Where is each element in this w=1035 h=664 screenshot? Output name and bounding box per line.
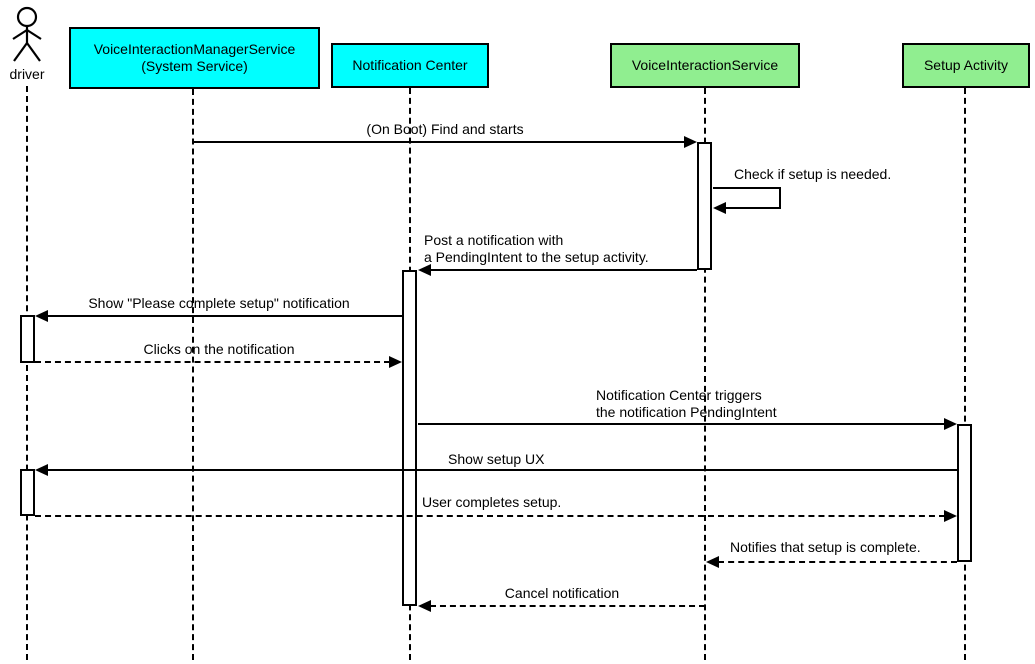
message-user-completes-line: [35, 515, 945, 517]
message-on-boot-line: [193, 141, 685, 143]
message-show-notification-line: [47, 315, 402, 317]
arrowhead-left-icon: [418, 600, 431, 612]
activation-setup-activity: [957, 424, 972, 562]
arrowhead-right-icon: [389, 356, 402, 368]
arrowhead-left-icon: [35, 464, 48, 476]
activation-voiceinteractionservice: [697, 142, 712, 270]
activation-notification-center: [402, 270, 417, 606]
arrowhead-right-icon: [944, 418, 957, 430]
message-notifies-complete-label: Notifies that setup is complete.: [730, 539, 921, 555]
message-cancel-notification-label: Cancel notification: [504, 585, 620, 601]
message-check-setup-line-side: [779, 187, 781, 209]
message-notifies-complete-line: [718, 561, 957, 563]
message-triggers-pendingintent-label: Notification Center triggers the notific…: [596, 387, 777, 420]
message-clicks-notification-label: Clicks on the notification: [143, 341, 295, 357]
message-on-boot-label: (On Boot) Find and starts: [366, 121, 524, 137]
message-triggers-pendingintent-line: [418, 423, 945, 425]
participant-voiceinteractionmanagerservice: VoiceInteractionManagerService (System S…: [69, 27, 320, 89]
message-cancel-notification-line: [430, 605, 705, 607]
arrowhead-right-icon: [684, 136, 697, 148]
arrowhead-left-icon: [418, 264, 431, 276]
actor-icon: [12, 6, 42, 62]
message-post-notification-label: Post a notification with a PendingIntent…: [424, 232, 649, 265]
message-check-setup-label: Check if setup is needed.: [734, 166, 892, 182]
lifeline-voiceinteractionservice: [704, 88, 706, 660]
lifeline-driver: [26, 86, 28, 660]
message-check-setup-line-top: [713, 187, 781, 189]
message-post-notification-line: [430, 269, 697, 271]
participant-driver-label: driver: [9, 66, 45, 82]
lifeline-setup-activity: [964, 88, 966, 660]
participant-setup-activity: Setup Activity: [902, 43, 1030, 88]
activation-driver-1: [20, 315, 35, 363]
participant-voiceinteractionservice: VoiceInteractionService: [610, 43, 800, 88]
message-check-setup-line-bottom: [725, 207, 781, 209]
message-show-setup-ux-line: [47, 469, 957, 471]
lifeline-voiceinteractionmanagerservice: [192, 89, 194, 660]
arrowhead-left-icon: [713, 202, 726, 214]
participant-notification-center: Notification Center: [331, 43, 489, 88]
message-user-completes-label: User completes setup.: [422, 494, 562, 510]
arrowhead-left-icon: [35, 310, 48, 322]
activation-driver-2: [20, 469, 35, 516]
message-clicks-notification-line: [35, 361, 390, 363]
message-show-setup-ux-label: Show setup UX: [448, 451, 545, 467]
arrowhead-left-icon: [706, 556, 719, 568]
message-show-notification-label: Show "Please complete setup" notificatio…: [88, 295, 350, 311]
arrowhead-right-icon: [944, 510, 957, 522]
